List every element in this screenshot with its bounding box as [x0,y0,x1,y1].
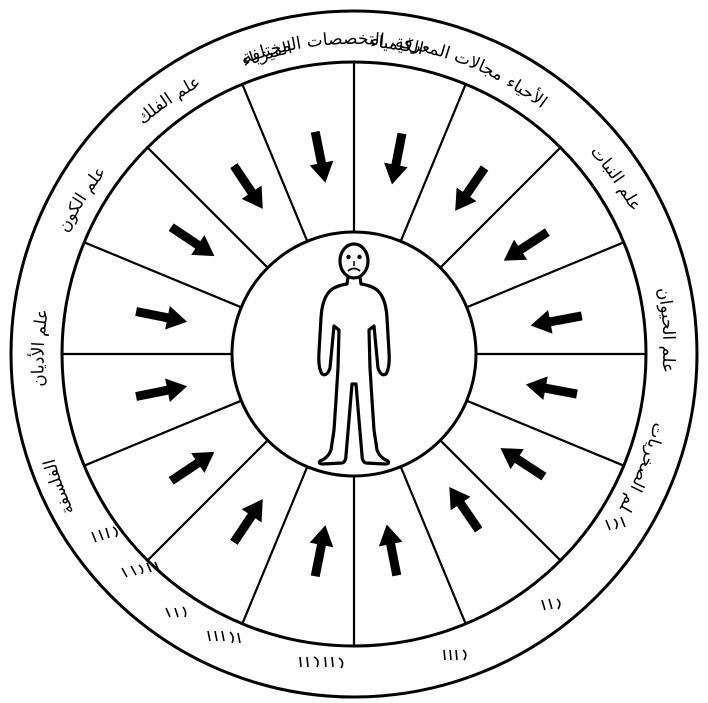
arrow-nnw [303,129,337,185]
arrow-ne-high [445,161,494,217]
arrow-wnw [134,300,190,334]
segment-dividers [62,62,646,646]
label-philosophy: الفلسفة [40,457,79,518]
label-religions: علم الأديان [28,307,54,387]
arrow-ssw [303,523,337,579]
arrow-sw-low [224,493,273,550]
label-zoology: علم الحيوان [653,286,678,374]
human-figure-icon [319,244,389,464]
arrow-nne [380,131,414,187]
arrow-se-low [439,480,488,536]
arrow-se-high [494,438,551,487]
arrow-ese [524,373,580,406]
arrow-ne-low [497,222,554,271]
arrow-nw-low [165,217,222,266]
arrow-sw-high [165,442,222,491]
arrow-sse [375,522,409,578]
label-astronomy: علم الفلك [133,72,204,129]
arrow-ene [528,304,584,337]
arrow-nw-high [224,159,273,216]
label-botany: علم النبات [586,142,645,215]
arrow-wsw [134,375,190,409]
